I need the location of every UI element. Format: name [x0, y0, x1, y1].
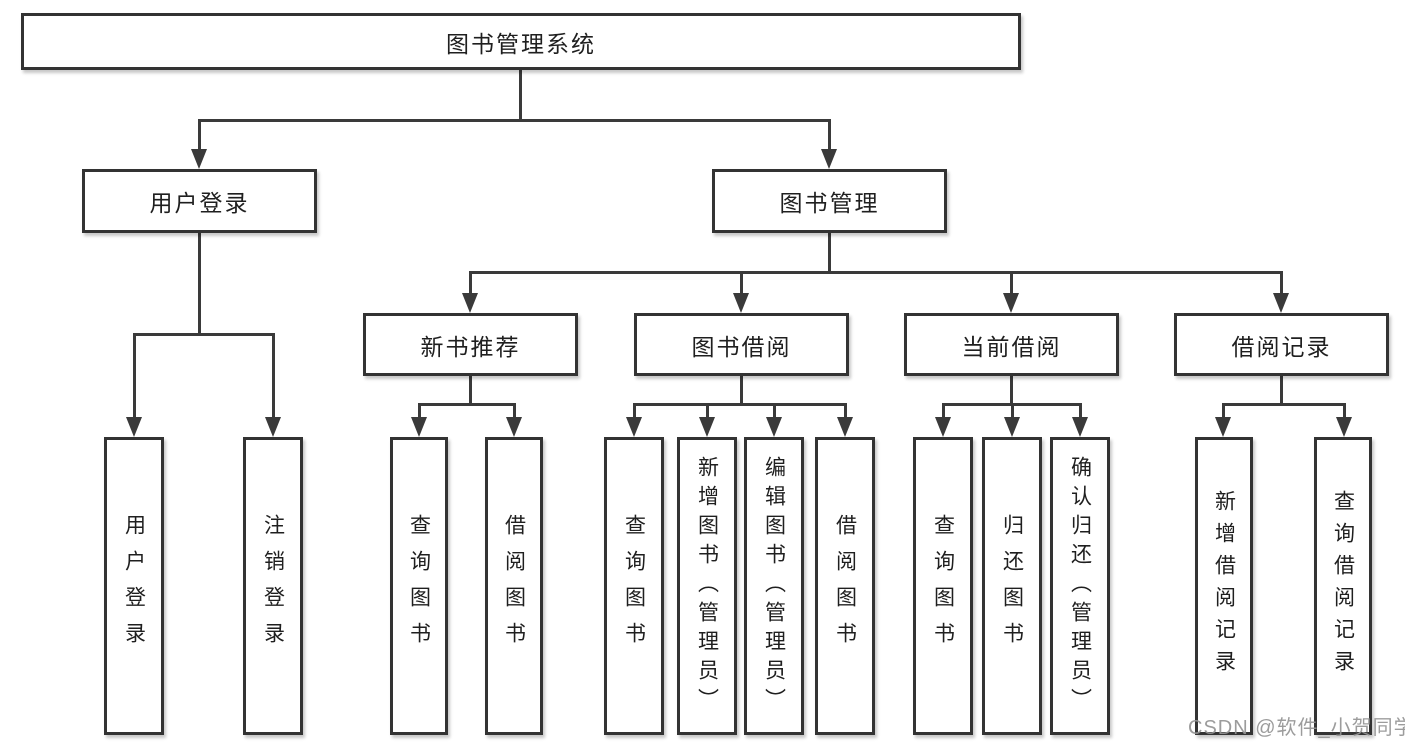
- connector-line: [1222, 405, 1225, 419]
- node-label: 编辑图书（管理员）: [762, 455, 786, 717]
- arrowhead-icon: [626, 417, 642, 437]
- node-label: 新增借阅记录: [1212, 490, 1236, 682]
- node-label: 用户登录: [122, 514, 146, 658]
- leaf-confirm-return-admin: 确认归还（管理员）: [1050, 437, 1110, 735]
- arrowhead-icon: [1004, 417, 1020, 437]
- node-label: 借阅图书: [502, 514, 526, 658]
- arrowhead-icon: [837, 417, 853, 437]
- node-label: 图书管理: [779, 190, 880, 216]
- node-label: 用户登录: [149, 190, 250, 216]
- leaf-query-books-borrow: 查询图书: [604, 437, 664, 735]
- connector-line: [773, 405, 776, 419]
- connector-line: [469, 271, 1283, 274]
- connector-line: [1280, 376, 1283, 405]
- leaf-borrow-books-recommend: 借阅图书: [485, 437, 543, 735]
- leaf-logout: 注销登录: [243, 437, 303, 735]
- node-label: 注销登录: [261, 514, 285, 658]
- leaf-query-books-recommend: 查询图书: [390, 437, 448, 735]
- leaf-add-borrow-record: 新增借阅记录: [1195, 437, 1253, 735]
- node-label: 查询图书: [931, 514, 955, 658]
- csdn-watermark: CSDN @软件_小贺同学: [1188, 717, 1405, 739]
- leaf-return-book: 归还图书: [982, 437, 1042, 735]
- arrowhead-icon: [191, 149, 207, 169]
- connector-line: [272, 335, 275, 418]
- arrowhead-icon: [411, 417, 427, 437]
- connector-line: [133, 333, 275, 336]
- connector-line: [942, 403, 1082, 406]
- node-label: 新增图书（管理员）: [695, 455, 719, 717]
- node-user-login: 用户登录: [82, 169, 317, 233]
- node-label: 借阅图书: [833, 514, 857, 658]
- connector-line: [1343, 405, 1346, 419]
- leaf-borrow-book: 借阅图书: [815, 437, 875, 735]
- arrowhead-icon: [766, 417, 782, 437]
- arrowhead-icon: [1215, 417, 1231, 437]
- connector-line: [418, 405, 421, 419]
- connector-line: [828, 233, 831, 273]
- connector-line: [1011, 405, 1014, 419]
- node-label: 借阅记录: [1231, 333, 1332, 360]
- connector-line: [1010, 376, 1013, 405]
- arrowhead-icon: [265, 417, 281, 437]
- arrowhead-icon: [1072, 417, 1088, 437]
- connector-line: [519, 69, 522, 119]
- node-label: 查询借阅记录: [1331, 490, 1355, 682]
- connector-line: [133, 335, 136, 418]
- connector-line: [1010, 273, 1013, 294]
- connector-line: [198, 233, 201, 335]
- connector-line: [513, 405, 516, 419]
- node-label: 查询图书: [407, 514, 431, 658]
- leaf-query-books-current: 查询图书: [913, 437, 973, 735]
- connector-line: [828, 121, 831, 150]
- node-label: 图书借阅: [691, 333, 792, 360]
- arrowhead-icon: [462, 293, 478, 313]
- arrowhead-icon: [506, 417, 522, 437]
- connector-line: [844, 405, 847, 419]
- node-library-system: 图书管理系统: [21, 13, 1021, 70]
- connector-line: [469, 273, 472, 294]
- node-book-management: 图书管理: [712, 169, 947, 233]
- connector-line: [1280, 273, 1283, 294]
- leaf-user-login: 用户登录: [104, 437, 164, 735]
- connector-line: [469, 376, 472, 405]
- connector-line: [198, 119, 831, 122]
- connector-line: [633, 405, 636, 419]
- connector-line: [740, 376, 743, 405]
- node-label: 图书管理系统: [446, 30, 596, 57]
- leaf-add-book-admin: 新增图书（管理员）: [677, 437, 737, 735]
- arrowhead-icon: [699, 417, 715, 437]
- connector-line: [1079, 405, 1082, 419]
- leaf-edit-book-admin: 编辑图书（管理员）: [744, 437, 804, 735]
- arrowhead-icon: [126, 417, 142, 437]
- node-label: 当前借阅: [961, 333, 1062, 360]
- connector-line: [706, 405, 709, 419]
- node-label: 归还图书: [1000, 514, 1024, 658]
- arrowhead-icon: [1273, 293, 1289, 313]
- arrowhead-icon: [733, 293, 749, 313]
- node-label: 确认归还（管理员）: [1068, 455, 1092, 717]
- arrowhead-icon: [1003, 293, 1019, 313]
- connector-line: [418, 403, 516, 406]
- node-label: 查询图书: [622, 514, 646, 658]
- arrowhead-icon: [935, 417, 951, 437]
- arrowhead-icon: [821, 149, 837, 169]
- node-label: 新书推荐: [420, 333, 521, 360]
- node-book-borrow: 图书借阅: [634, 313, 849, 376]
- connector-line: [740, 273, 743, 294]
- node-new-book-recommend: 新书推荐: [363, 313, 578, 376]
- connector-line: [1222, 403, 1346, 406]
- connector-line: [942, 405, 945, 419]
- connector-line: [198, 121, 201, 150]
- node-borrow-records: 借阅记录: [1174, 313, 1389, 376]
- connector-line: [633, 403, 847, 406]
- node-current-borrow: 当前借阅: [904, 313, 1119, 376]
- arrowhead-icon: [1336, 417, 1352, 437]
- leaf-query-borrow-record: 查询借阅记录: [1314, 437, 1372, 735]
